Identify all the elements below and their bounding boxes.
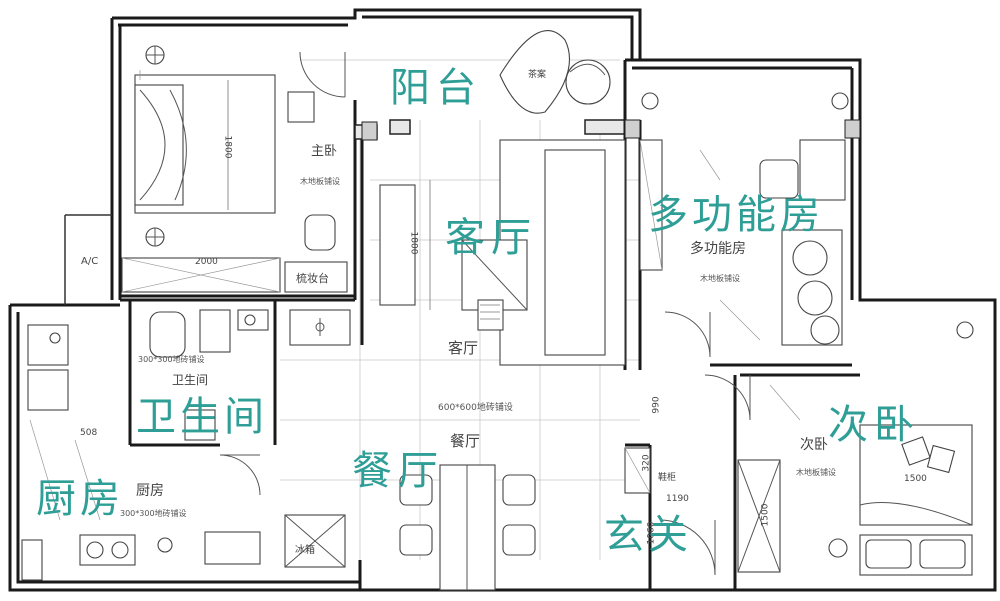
dim-508: 508	[80, 428, 98, 438]
kitchen-label: 厨房	[36, 476, 124, 522]
bath-floor-note: 300*300地砖铺设	[138, 355, 205, 364]
master-bedroom-printed-label: 主卧	[311, 144, 338, 159]
master-floor-note: 木地板铺设	[300, 177, 340, 186]
tea-table-label: 茶案	[528, 70, 547, 80]
multi-function-room-label: 多功能房	[648, 192, 824, 238]
multi-room-printed-label: 多功能房	[690, 241, 746, 257]
fridge-label: 冰箱	[295, 545, 315, 556]
entrance-label: 玄关	[604, 512, 692, 558]
doors	[219, 51, 751, 576]
living-printed-label: 客厅	[448, 339, 479, 357]
living-dim-label: 1800	[408, 231, 419, 255]
shoe-cabinet-label: 鞋柜	[658, 473, 677, 483]
kitchen-printed-label: 厨房	[136, 483, 164, 499]
ac-label: A/C	[81, 256, 99, 267]
dim-1500: 1500	[760, 503, 771, 527]
bed-length-dim: 1800	[222, 135, 233, 159]
living-furniture	[379, 139, 626, 366]
floor-tile-note: 600*600地砖铺设	[438, 403, 513, 413]
wardrobe-length-dim: 2000	[195, 257, 218, 267]
balcony-label: 阳台	[390, 65, 482, 111]
second-bedroom-furniture	[624, 321, 974, 576]
walls	[8, 8, 997, 592]
second-floor-note: 木地板铺设	[796, 468, 836, 477]
dim-320: 320	[641, 454, 652, 472]
bathroom-label: 卫生间	[136, 394, 268, 440]
dining-furniture	[399, 464, 536, 591]
master-bedroom-furniture	[121, 45, 348, 293]
dim-1190: 1190	[666, 494, 689, 504]
multi-floor-note: 木地板铺设	[700, 274, 740, 283]
kitchen-furniture	[21, 324, 346, 581]
multi-room-furniture	[639, 92, 849, 346]
dining-printed-label: 餐厅	[450, 432, 481, 450]
bath-printed-label: 卫生间	[172, 373, 209, 387]
dim-990: 990	[651, 396, 662, 414]
dining-room-label: 餐厅	[352, 448, 444, 494]
living-room-label: 客厅	[445, 215, 537, 261]
second-bedroom-printed-label: 次卧	[800, 437, 828, 453]
vanity-label: 梳妆台	[296, 272, 329, 285]
bed2-length-dim: 1500	[904, 474, 927, 484]
bathroom-furniture	[149, 309, 351, 441]
balcony-furniture	[499, 30, 611, 114]
kitchen-floor-note: 300*300地砖铺设	[120, 509, 187, 518]
second-bedroom-label: 次卧	[828, 402, 920, 448]
